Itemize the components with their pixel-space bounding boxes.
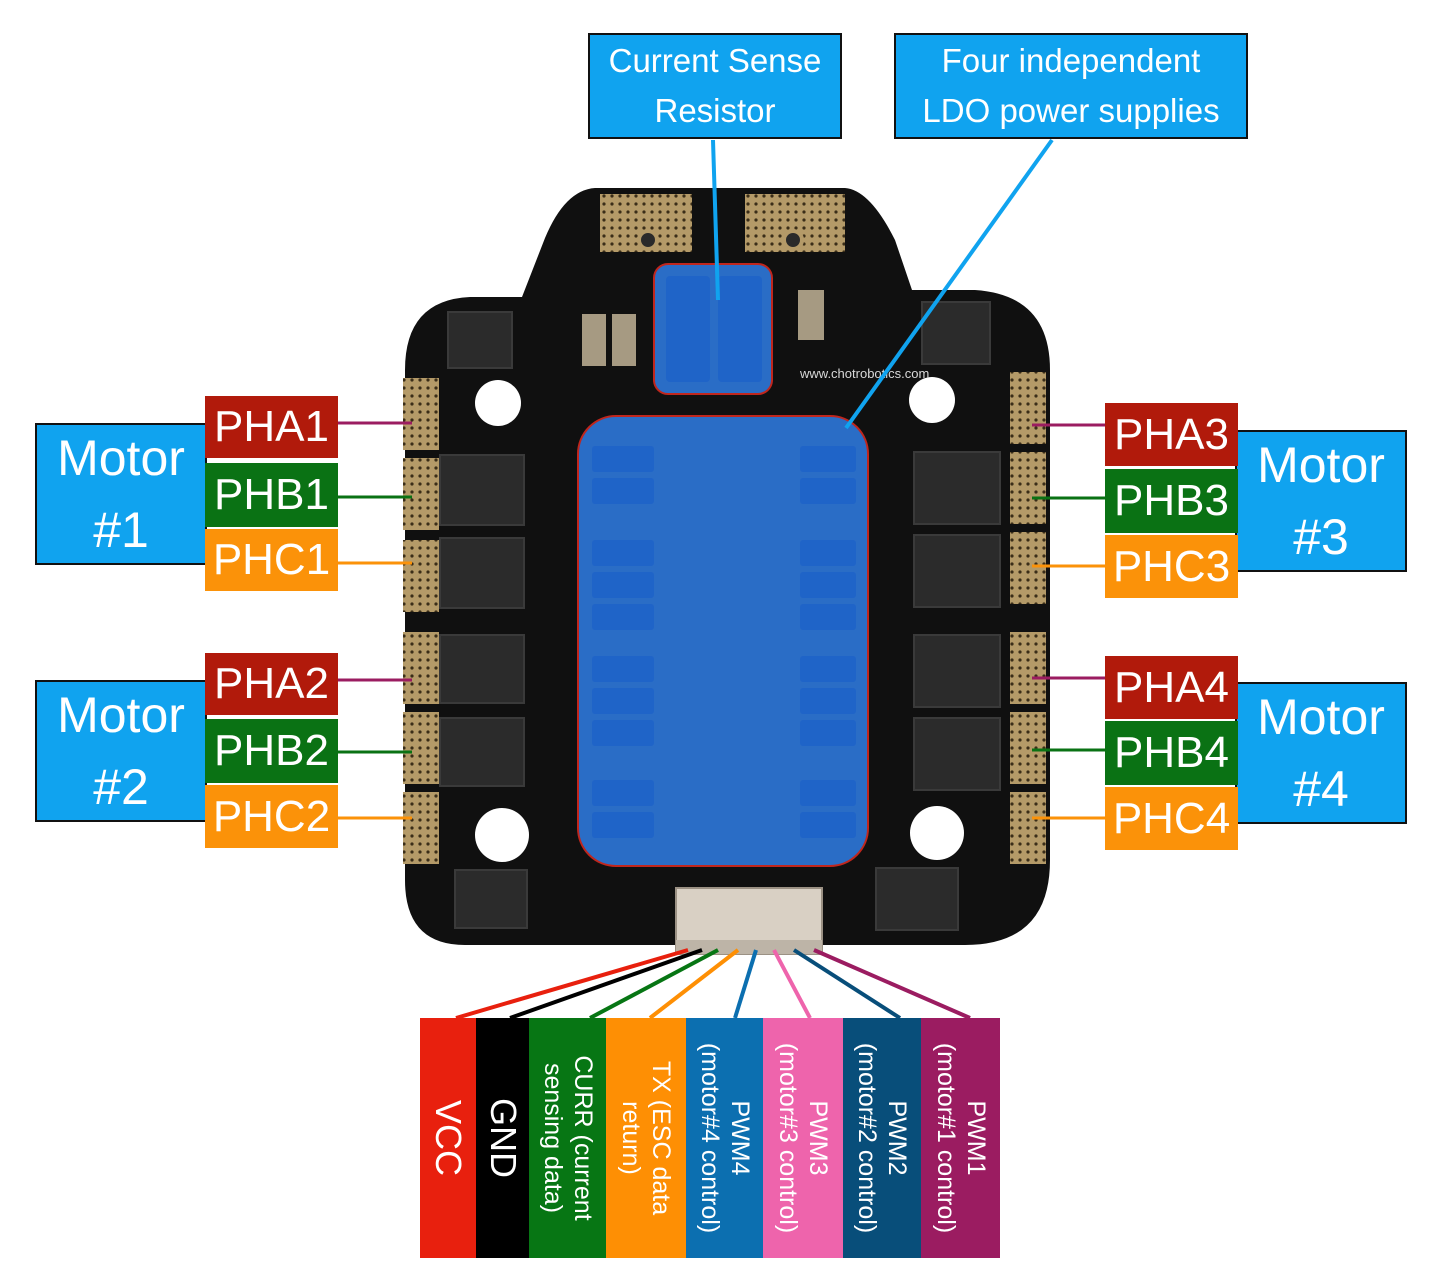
pin-pwm2-label: PWM2 (motor#2 control) [852,1023,912,1253]
pin-gnd-text: GND [482,1098,524,1178]
pin-curr-label: CURR (current sensing data) [538,1023,598,1253]
pin-pwm2-line-1: PWM2 [883,1100,911,1176]
motor-4-word: Motor [1257,689,1385,745]
current-sense-line-1: Current Sense [608,42,822,79]
pin-vcc-label: VCC [428,1023,469,1253]
pin-gnd-label: GND [482,1023,524,1253]
phase-c3-text: PHC3 [1112,541,1231,591]
phase-c3-label: PHC3 [1105,535,1238,598]
silkscreen-url: www.chotrobotics.com [799,366,929,381]
ldo-line-1: Four independent [941,42,1201,79]
pin-gnd: GND [476,1018,529,1258]
phase-c2-label: PHC2 [205,785,338,848]
phase-wires [338,421,1105,820]
pin-pwm1-line-1: PWM1 [961,1100,990,1176]
pin-tx: TX (ESC data return) [606,1018,686,1258]
pin-pwm4: PWM4 (motor#4 control) [686,1018,763,1258]
phase-b1-label: PHB1 [205,463,338,527]
motor-4-number: #4 [1293,761,1349,817]
capacitors [582,290,824,366]
pin-pwm3-line-2: (motor#3 control) [774,1042,802,1234]
pin-tx-label: TX (ESC data return) [616,1023,676,1253]
phase-a2-text: PHA2 [214,659,329,708]
phase-b2-text: PHB2 [214,726,329,775]
pin-pwm3: PWM3 (motor#3 control) [763,1018,843,1258]
ldo-highlight [577,415,869,867]
current-sense-line-2: Resistor [654,92,776,129]
motor-2-word: Motor [57,687,185,743]
phase-b4-label: PHB4 [1105,721,1238,785]
phase-b1-text: PHB1 [214,470,329,519]
motor-3-number: #3 [1293,509,1349,565]
motor-1-word: Motor [57,430,185,486]
phase-a4-label: PHA4 [1105,656,1238,719]
pin-pwm2: PWM2 (motor#2 control) [843,1018,921,1258]
phase-b3-text: PHB3 [1114,476,1229,525]
phase-a1-text: PHA1 [214,402,329,451]
right-motor-pads [1010,372,1046,864]
phase-c1-label: PHC1 [205,529,338,591]
phase-a3-text: PHA3 [1114,409,1229,459]
pin-pwm4-line-2: (motor#4 control) [695,1042,724,1234]
top-power-pads [600,194,845,252]
left-motor-pads [403,378,439,864]
motor-1-label: Motor #1 [35,423,207,565]
phase-b3-label: PHB3 [1105,469,1238,533]
phase-a4-text: PHA4 [1114,662,1229,712]
pin-curr-line-2: sensing data) [538,1062,567,1214]
pin-pwm4-line-1: PWM4 [725,1100,754,1176]
pin-vcc: VCC [420,1018,476,1258]
motor-3-word: Motor [1257,437,1385,493]
pin-curr: CURR (current sensing data) [529,1018,606,1258]
pin-curr-line-1: CURR (current [568,1055,597,1221]
phase-b4-text: PHB4 [1114,728,1229,777]
ldo-callout: Four independent LDO power supplies [894,33,1248,139]
pin-pwm4-label: PWM4 (motor#4 control) [695,1023,755,1253]
pin-vcc-text: VCC [428,1099,469,1176]
mounting-holes [475,377,964,862]
mosfets [439,301,1001,931]
phase-b2-label: PHB2 [205,719,338,783]
pin-pwm3-line-1: PWM3 [804,1100,832,1176]
phase-a3-label: PHA3 [1105,403,1238,466]
pin-pwm1: PWM1 (motor#1 control) [921,1018,1000,1258]
phase-c2-text: PHC2 [212,791,331,841]
connector [675,887,823,955]
current-sense-leader [711,139,720,301]
current-sense-callout: Current Sense Resistor [588,33,842,139]
phase-a2-label: PHA2 [205,653,338,715]
pin-wires [455,948,971,1020]
ldo-line-2: LDO power supplies [922,92,1220,129]
motor-4-label: Motor #4 [1235,682,1407,824]
pin-pwm1-label: PWM1 (motor#1 control) [931,1023,991,1253]
pin-pwm2-line-2: (motor#2 control) [853,1042,881,1234]
motor-2-number: #2 [93,759,149,815]
pin-tx-line-1: TX (ESC data [647,1060,675,1216]
pin-tx-line-2: return) [617,1101,645,1175]
pin-pwm3-label: PWM3 (motor#3 control) [773,1023,833,1253]
phase-a1-label: PHA1 [205,396,338,458]
motor-3-label: Motor #3 [1235,430,1407,572]
phase-c1-text: PHC1 [212,535,331,584]
motor-2-label: Motor #2 [35,680,207,822]
phase-c4-label: PHC4 [1105,787,1238,850]
phase-c4-text: PHC4 [1112,793,1231,843]
current-sense-highlight [653,263,773,395]
ldo-leader [844,138,1054,430]
motor-1-number: #1 [93,502,149,558]
pin-pwm1-line-2: (motor#1 control) [931,1042,960,1234]
